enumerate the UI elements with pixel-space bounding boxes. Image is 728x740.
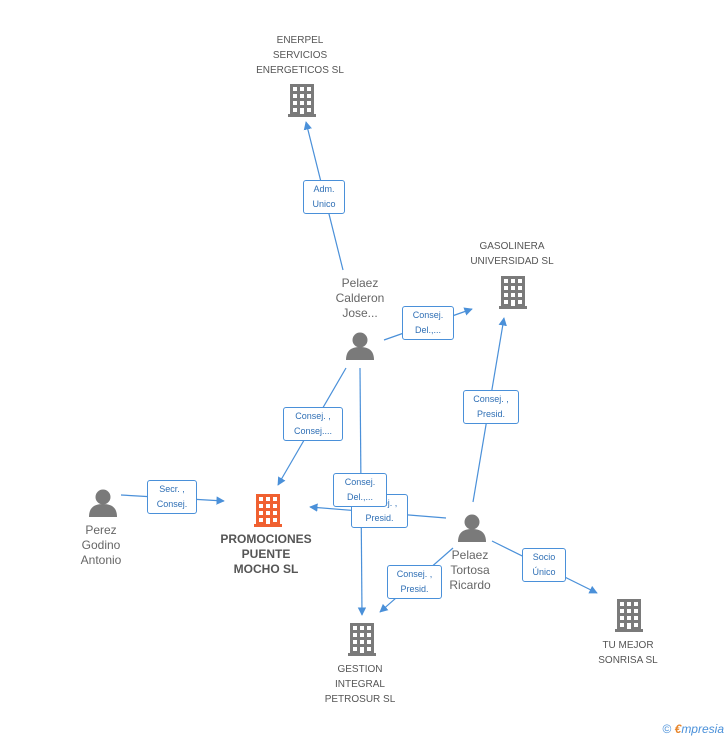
node-tu-mejor-label[interactable]: TU MEJOR SONRISA SL bbox=[598, 640, 658, 666]
copyright-icon: © bbox=[662, 722, 672, 736]
node-pelaez-tortosa-label[interactable]: Pelaez Tortosa Ricardo bbox=[449, 548, 491, 592]
node-gasolinera-label[interactable]: GASOLINERA UNIVERSIDAD SL bbox=[470, 241, 554, 267]
edge-label-consej-presid-gestion[interactable]: Consej. , Presid. bbox=[387, 565, 442, 599]
gestion-building-icon bbox=[348, 623, 376, 656]
edge-label-consej-del-gestion[interactable]: Consej. Del.,... bbox=[333, 473, 387, 507]
edges bbox=[120, 121, 598, 616]
gasolinera-building-icon bbox=[499, 276, 527, 309]
enerpel-building-icon bbox=[288, 84, 316, 117]
brand-name: mpresia bbox=[681, 722, 724, 736]
edge-label-adm-unico[interactable]: Adm. Unico bbox=[303, 180, 345, 214]
edge-label-socio-unico[interactable]: Socio Único bbox=[522, 548, 566, 582]
node-pelaez-calderon-label[interactable]: Pelaez Calderon Jose... bbox=[335, 276, 385, 320]
edge-label-consej-consej[interactable]: Consej. , Consej.... bbox=[283, 407, 343, 441]
tumejor-building-icon bbox=[615, 599, 643, 632]
calderon-person-icon bbox=[346, 332, 374, 360]
tortosa-person-icon bbox=[458, 514, 486, 542]
brand-logo-e: € bbox=[674, 722, 682, 736]
empresia-brand[interactable]: © €mpresia bbox=[662, 722, 724, 736]
edge-label-consej-del-gasolinera[interactable]: Consej. Del.,... bbox=[402, 306, 454, 340]
promociones-building-icon bbox=[254, 494, 282, 527]
node-perez-godino-label[interactable]: Perez Godino Antonio bbox=[80, 523, 122, 567]
node-gestion-label[interactable]: GESTION INTEGRAL PETROSUR SL bbox=[324, 664, 396, 705]
node-promociones-label[interactable]: PROMOCIONES PUENTE MOCHO SL bbox=[220, 532, 312, 576]
node-enerpel-label[interactable]: ENERPEL SERVICIOS ENERGETICOS SL bbox=[256, 35, 344, 76]
perez-person-icon bbox=[89, 489, 117, 517]
edge-label-consej-presid-gasolinera[interactable]: Consej. , Presid. bbox=[463, 390, 519, 424]
edge-label-secr-consej[interactable]: Secr. , Consej. bbox=[147, 480, 197, 514]
